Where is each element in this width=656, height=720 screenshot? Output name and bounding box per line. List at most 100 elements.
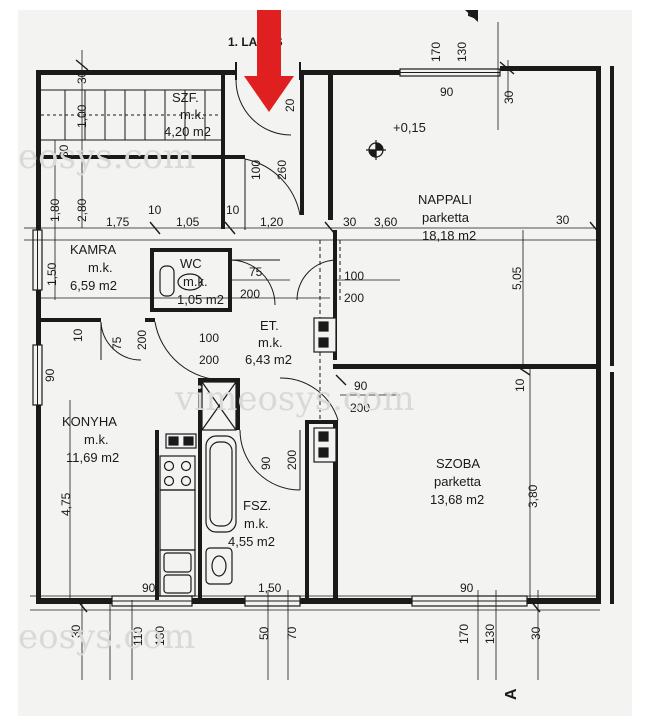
watermarks: eosys.com vimeosys.com eosys.com [18, 137, 415, 657]
floor-plan: A A SZF. m.k. 4,20 m2 KAMRA m.k. 6,59 m2… [18, 10, 614, 700]
svg-text:30: 30 [57, 144, 71, 158]
room-fsz: FSZ. m.k. 4,55 m2 [228, 498, 275, 549]
svg-text:m.k.: m.k. [244, 516, 269, 531]
svg-text:m.k.: m.k. [183, 274, 208, 289]
shaft [201, 381, 237, 431]
door-kamra [100, 321, 142, 361]
wall-szoba-west [333, 420, 338, 600]
room-kamra: KAMRA m.k. 6,59 m2 [70, 242, 117, 293]
svg-text:10: 10 [71, 328, 85, 342]
svg-text:5,05: 5,05 [510, 266, 524, 290]
toilet [159, 265, 175, 297]
svg-text:90: 90 [354, 379, 368, 393]
watermark-bottom: eosys.com [18, 617, 195, 657]
room-szf: SZF. m.k. 4,20 m2 [164, 90, 211, 139]
svg-text:KAMRA: KAMRA [70, 242, 117, 257]
svg-text:ET.: ET. [260, 318, 279, 333]
wall-left [36, 70, 41, 600]
door-entrance-outer [235, 79, 292, 136]
svg-text:130: 130 [483, 624, 497, 644]
svg-text:75: 75 [110, 336, 124, 350]
fixtures [159, 140, 386, 597]
svg-text:10: 10 [148, 203, 162, 217]
kitchen-sink [159, 549, 196, 597]
dimension-labels: 170 130 90 30 30 1,00 30 20 100 260 1,80… [43, 42, 570, 646]
entrance-arrow-icon [244, 10, 294, 112]
svg-text:1,50: 1,50 [45, 262, 59, 286]
svg-text:200: 200 [344, 291, 364, 305]
room-et: ET. m.k. 6,43 m2 [245, 318, 292, 367]
room-wc: WC m.k. 1,05 m2 [177, 256, 224, 307]
svg-text:30: 30 [529, 626, 543, 640]
wall-szf-bottom [41, 155, 221, 159]
svg-text:1,00: 1,00 [75, 104, 89, 128]
svg-text:1,80: 1,80 [48, 198, 62, 222]
svg-text:parketta: parketta [422, 210, 470, 225]
svg-text:WC: WC [180, 256, 202, 271]
svg-text:70: 70 [285, 626, 299, 640]
walls [32, 62, 614, 607]
wall-szf-right [221, 75, 225, 159]
svg-text:75: 75 [249, 265, 263, 279]
svg-text:1,20: 1,20 [260, 215, 284, 229]
wall-kamra-bottom [41, 318, 101, 322]
svg-text:SZF.: SZF. [172, 90, 199, 105]
svg-text:200: 200 [350, 401, 370, 415]
wall-kamra-right [221, 159, 225, 229]
room-labels: SZF. m.k. 4,20 m2 KAMRA m.k. 6,59 m2 WC … [62, 34, 484, 549]
svg-text:11,69 m2: 11,69 m2 [66, 450, 119, 465]
svg-text:130: 130 [153, 626, 167, 646]
svg-text:30: 30 [343, 215, 357, 229]
door-fsz [239, 429, 301, 491]
svg-text:200: 200 [240, 287, 260, 301]
svg-text:30: 30 [502, 90, 516, 104]
svg-text:100: 100 [199, 331, 219, 345]
svg-text:3,80: 3,80 [526, 484, 540, 508]
svg-text:SZOBA: SZOBA [436, 456, 480, 471]
wall-nappali-szoba [333, 364, 596, 369]
svg-text:m.k.: m.k. [180, 107, 205, 122]
door-wc [229, 259, 280, 306]
svg-text:6,43 m2: 6,43 m2 [245, 352, 292, 367]
staircase [41, 89, 221, 141]
svg-text:50: 50 [257, 626, 271, 640]
floor-plan-sheet: A A SZF. m.k. 4,20 m2 KAMRA m.k. 6,59 m2… [18, 10, 632, 716]
svg-text:2,80: 2,80 [75, 198, 89, 222]
wall-top-left [36, 70, 236, 75]
svg-text:10: 10 [513, 378, 527, 392]
svg-text:110: 110 [131, 627, 145, 646]
svg-text:6,59 m2: 6,59 m2 [70, 278, 117, 293]
room-konyha: KONYHA m.k. 11,69 m2 [62, 414, 119, 465]
door-konyha [154, 321, 226, 381]
svg-text:100: 100 [344, 269, 364, 283]
wall-wc [150, 248, 232, 312]
svg-text:1,75: 1,75 [106, 215, 130, 229]
wall-top-mid [300, 70, 400, 75]
svg-text:30: 30 [75, 70, 89, 84]
section-markers: A A [465, 10, 520, 700]
svg-text:13,68 m2: 13,68 m2 [430, 492, 484, 507]
svg-text:200: 200 [285, 450, 299, 470]
svg-text:20: 20 [283, 98, 297, 112]
svg-text:1,05 m2: 1,05 m2 [177, 292, 224, 307]
svg-text:30: 30 [556, 213, 570, 227]
wall-bottom [36, 598, 596, 604]
svg-text:30: 30 [69, 624, 83, 638]
bathtub [205, 435, 237, 533]
door-szoba [279, 377, 339, 421]
svg-text:parketta: parketta [434, 474, 482, 489]
svg-text:260: 260 [275, 160, 289, 180]
svg-text:90: 90 [259, 456, 273, 470]
elevation-label: +0,15 [393, 120, 426, 135]
bath-sink [205, 547, 233, 585]
wall-top-right [500, 66, 600, 71]
svg-text:1,05: 1,05 [176, 215, 200, 229]
svg-text:NAPPALI: NAPPALI [418, 192, 472, 207]
door-entrance [244, 158, 301, 230]
svg-text:18,18 m2: 18,18 m2 [422, 228, 476, 243]
wall-nappali-west [328, 75, 333, 220]
svg-text:130: 130 [455, 42, 469, 62]
watermark-mid: vimeosys.com [174, 379, 415, 419]
svg-text:90: 90 [460, 581, 474, 595]
svg-text:90: 90 [43, 368, 57, 382]
